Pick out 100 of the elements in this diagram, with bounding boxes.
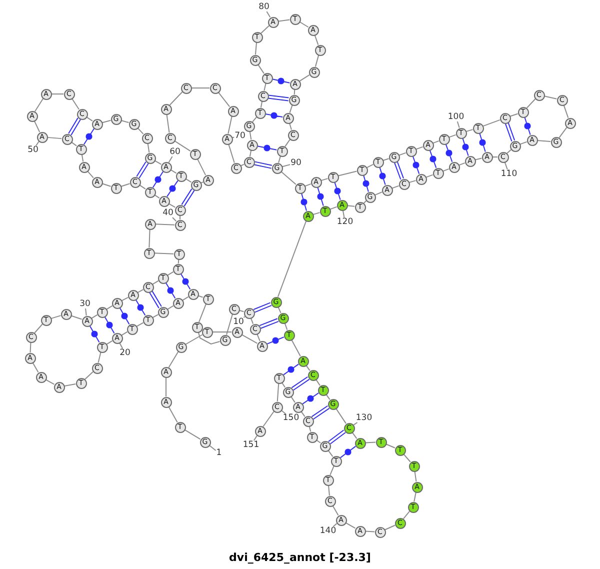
backbone-line — [139, 184, 146, 190]
backbone-line — [34, 98, 44, 112]
position-number: 110 — [500, 170, 518, 178]
base-pair-line — [136, 161, 149, 179]
backbone-line — [198, 295, 204, 298]
base-pair-line — [180, 273, 191, 290]
base-pair-line — [68, 117, 81, 136]
backbone-line — [168, 351, 179, 368]
backbone-line — [102, 183, 112, 187]
backbone-line — [228, 116, 232, 134]
backbone-line — [72, 98, 80, 110]
base-pair-line — [362, 174, 370, 192]
backbone-line — [86, 116, 93, 122]
base-pair-line — [152, 171, 164, 188]
backbone-line — [458, 162, 466, 166]
position-number: 100 — [448, 113, 464, 121]
base-pair-line — [328, 430, 346, 444]
base-pair-line — [524, 116, 531, 136]
backbone-line — [254, 42, 258, 56]
backbone-line — [260, 25, 270, 34]
base-pair-line — [89, 325, 100, 343]
backbone-line — [147, 142, 150, 154]
leader-line — [253, 435, 258, 441]
backbone-line — [384, 524, 396, 530]
backbone-line — [426, 174, 434, 178]
base-pair-line — [302, 392, 319, 404]
position-number: 150 — [282, 414, 300, 422]
base-pair-line — [429, 150, 437, 168]
backbone-line — [84, 371, 94, 380]
backbone-line — [154, 252, 174, 254]
backbone-line — [228, 144, 235, 164]
base-pair-line — [83, 128, 95, 145]
backbone-line — [316, 379, 320, 386]
base-pair-line — [300, 192, 308, 212]
base-pair-line — [149, 290, 162, 309]
backbone-line — [330, 466, 334, 476]
position-number: 130 — [356, 414, 372, 422]
backbone-line — [414, 492, 416, 502]
backbone-line — [198, 304, 206, 322]
backbone-line — [544, 96, 558, 100]
base-pair-line — [394, 161, 404, 180]
leader-line — [342, 210, 345, 218]
backbone-line — [442, 168, 450, 172]
base-pair-line — [311, 405, 330, 420]
backbone-line — [30, 342, 32, 353]
backbone-line — [294, 89, 296, 95]
base-pair-line — [291, 376, 310, 391]
backbone-line — [136, 322, 144, 327]
backbone-line — [403, 454, 411, 462]
base-pair-line — [268, 94, 290, 102]
backbone-line — [365, 530, 375, 532]
backbone-line — [304, 183, 312, 187]
base-pair-line — [253, 302, 272, 313]
backbone-line — [558, 126, 568, 138]
backbone-line — [34, 324, 43, 334]
backbone-line — [290, 396, 296, 403]
backbone-line — [169, 91, 183, 106]
backbone-line — [174, 140, 191, 152]
base-pair-line — [272, 78, 290, 84]
backbone-line — [276, 382, 280, 402]
base-pair-line — [264, 112, 284, 119]
base-pair-line — [412, 156, 420, 174]
backbone-line — [81, 154, 84, 162]
backbone-line — [120, 120, 130, 124]
leader-line — [266, 11, 271, 18]
backbone-line — [137, 128, 144, 134]
base-pair-line — [445, 144, 453, 162]
backbone-line — [278, 19, 290, 22]
backbone-line — [299, 21, 309, 28]
diagram-title: dvi_6425_annot [-23.3] — [229, 551, 371, 564]
backbone-line — [148, 229, 150, 248]
backbone-line — [98, 352, 102, 364]
backbone-line — [386, 444, 396, 448]
leader-line — [172, 217, 177, 222]
backbone-line — [45, 379, 55, 385]
leader-line — [36, 141, 40, 146]
backbone-line — [299, 74, 310, 82]
base-pair-line — [254, 161, 272, 169]
backbone-line — [166, 114, 170, 134]
backbone-line — [50, 315, 62, 319]
backbone-line — [520, 141, 528, 145]
backbone-line — [345, 522, 356, 529]
base-pair-line — [119, 307, 130, 325]
base-pair-line — [166, 180, 178, 197]
base-pair-line — [165, 282, 176, 299]
backbone-line — [563, 104, 569, 118]
backbone-line — [291, 339, 301, 357]
position-number: 151 — [242, 441, 260, 449]
leader-line — [232, 136, 235, 138]
backbone-line — [398, 152, 406, 156]
leader-line — [85, 308, 87, 316]
position-number: 40 — [162, 209, 174, 217]
base-pair-line — [462, 138, 469, 156]
position-number: 140 — [320, 527, 336, 535]
backbone-line — [414, 470, 417, 482]
backbone-line — [328, 484, 330, 496]
backbone-line — [536, 140, 552, 142]
leader-line — [504, 162, 508, 170]
base-pair-line — [283, 364, 299, 376]
backbone-line — [284, 322, 288, 330]
